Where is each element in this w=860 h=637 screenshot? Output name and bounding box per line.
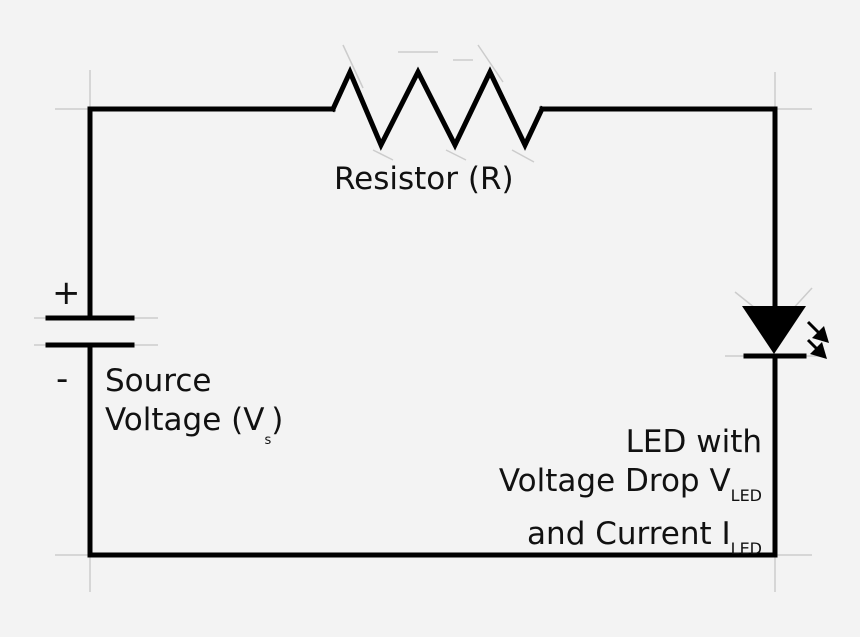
resistor-label: Resistor (R) (334, 161, 514, 197)
bottom-wire (87, 342, 778, 558)
led-label: LED with Voltage Drop VLED and Current I… (499, 423, 762, 568)
top-right-wire (539, 106, 778, 308)
battery-minus-sign: - (56, 359, 69, 399)
resistor-zigzag (329, 65, 546, 151)
source-voltage-label: Source Voltage (Vs) (105, 362, 283, 460)
top-wire (87, 106, 336, 321)
led-label-line1: LED with (625, 424, 762, 460)
source-label-line1: Source (105, 363, 212, 399)
light-emission-arrows-icon (806, 320, 829, 359)
source-label-line2: Voltage (Vs) (105, 402, 284, 448)
circuit-wires (45, 65, 807, 558)
led-label-line3: and Current ILED (527, 516, 762, 558)
battery-plus-sign: + (52, 273, 81, 313)
led-label-line2: Voltage Drop VLED (498, 463, 762, 505)
led-triangle-icon (742, 306, 806, 354)
